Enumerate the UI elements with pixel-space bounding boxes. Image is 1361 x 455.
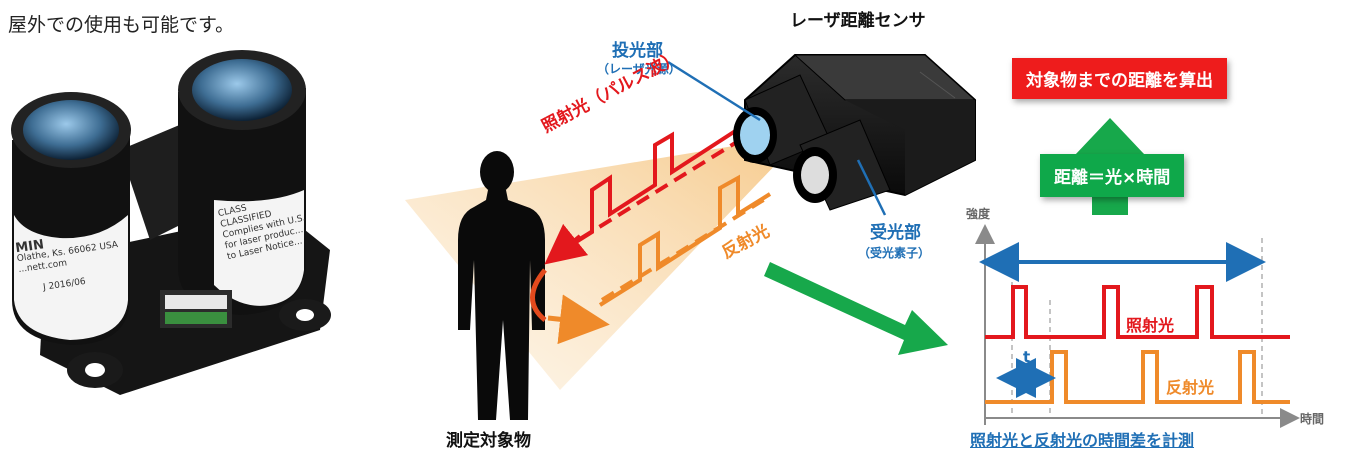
sensor-device	[733, 54, 977, 211]
receiver-label: 受光部	[870, 223, 921, 243]
chart-caption: 照射光と反射光の時間差を計測	[970, 431, 1195, 450]
emitted-beam	[530, 126, 742, 322]
reflection-turn	[530, 268, 547, 322]
receiver-callout-line	[856, 159, 887, 216]
target-label: 測定対象物	[446, 431, 531, 451]
result-box: 対象物までの距離を算出	[1012, 58, 1227, 99]
product-photo	[11, 50, 331, 395]
y-axis-label: 強度	[966, 207, 991, 221]
reflected-series-label: 反射光	[1166, 378, 1215, 397]
emitted-ray	[560, 138, 742, 252]
green-arrow-diagonal	[764, 262, 948, 355]
receiver-sublabel: （受光素子）	[858, 246, 931, 260]
timing-chart	[975, 224, 1300, 428]
emitted-pulse-trace	[985, 285, 1290, 339]
x-axis-label: 時間	[1300, 412, 1325, 426]
reflected-beam	[547, 174, 772, 345]
person-silhouette	[458, 151, 545, 420]
formula-box: 距離＝光×時間	[1040, 154, 1185, 197]
emitted-series-label: 照射光	[1126, 316, 1175, 335]
reflected-pulse-trace	[985, 350, 1290, 404]
intro-text: 屋外での使用も可能です。	[8, 14, 235, 36]
emitter-sublabel: （レーザ光源）	[597, 62, 681, 76]
sensor-title: レーザ距離センサ	[790, 11, 926, 31]
delay-label: t	[1023, 348, 1031, 366]
emitter-callout-line	[667, 60, 761, 122]
emitter-label: 投光部	[612, 41, 663, 61]
